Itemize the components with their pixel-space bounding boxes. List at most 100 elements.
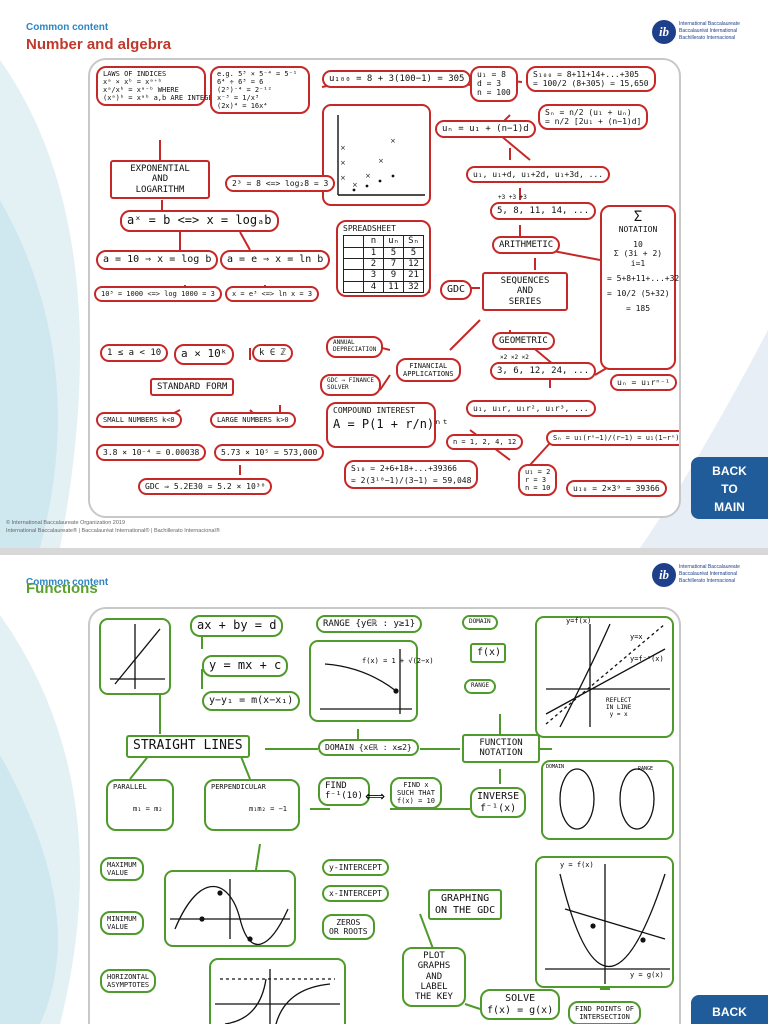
back-to-main-button[interactable]: BACK TO MAIN <box>691 457 768 519</box>
plot-graphs: PLOT GRAPHS AND LABEL THE KEY <box>402 947 466 1007</box>
geometric-nth-term: uₙ = u₁rⁿ⁻¹ <box>610 374 677 392</box>
standard-form: STANDARD FORM <box>150 378 235 397</box>
s100-example: S₁₀₀ = 8+11+14+...+305 = 100/2 (8+305) =… <box>526 66 656 93</box>
k-integer: k ∈ ℤ <box>252 344 294 363</box>
arith-sum-formula: Sₙ = n/2 (u₁ + uₙ) = n/2 [2u₁ + (n−1)d] <box>538 104 649 131</box>
ib-logo: ib International Baccalaureate Baccalaur… <box>652 563 757 593</box>
arith-steps: +3 +3 +3 <box>498 194 527 201</box>
log-1000-example: 10³ = 1000 <=> log 1000 = 3 <box>94 286 222 303</box>
svg-text:×: × <box>390 137 396 145</box>
indices-examples: e.g. 5³ × 5⁻⁴ = 5⁻¹ 6⁴ ÷ 6³ = 6 (2³)⁻⁴ =… <box>210 66 310 115</box>
range-set: RANGE {y∈ℝ : y≥1} <box>316 615 423 634</box>
geometric-sum-formula: Sₙ = u₁(rⁿ−1)/(r−1) = u₁(1−rⁿ)/(1−r) <box>546 430 679 447</box>
col-header: n <box>363 235 384 248</box>
mindmap-card: ax + by = d RANGE {y∈ℝ : y≥1} f(x) = 1 +… <box>88 607 681 1024</box>
slide-functions: Common content Functions ib Internationa… <box>0 555 768 1024</box>
inverse-yx-label: y=x <box>630 633 643 641</box>
minimum-value: MINIMUM VALUE <box>100 911 144 936</box>
slope-intercept: y = mx + c <box>202 655 289 677</box>
s10-example: S₁₀ = 2+6+18+...+39366 = 2(3¹⁰−1)/(3−1) … <box>344 460 479 490</box>
function-notation: FUNCTION NOTATION <box>462 734 540 763</box>
graphing-on-gdc: GRAPHING ON THE GDC <box>428 889 503 920</box>
arithmetic: ARITHMETIC <box>492 236 561 255</box>
reflect-label: REFLECT IN LINE y = x <box>606 697 632 718</box>
solve-equation: SOLVE f(x) = g(x) <box>480 989 561 1020</box>
ygx-label: y = g(x) <box>630 971 664 979</box>
section-label: Common content <box>26 22 109 33</box>
arith-sequence: u₁, u₁+d, u₁+2d, u₁+3d, ... <box>466 166 611 184</box>
parallel: PARALLEL m₁ = m₂ <box>106 779 174 831</box>
footer-copyright: © International Baccalaureate Organizati… <box>6 520 220 534</box>
laws-of-indices: LAWS OF INDICES xᵃ × xᵇ = xᵃ⁺ᵇ xᵃ/xᵇ = x… <box>96 66 221 107</box>
dr-domain-label: DOMAIN <box>546 764 565 770</box>
financial-applications: FINANCIAL APPLICATIONS <box>396 358 461 383</box>
horizontal-asymptotes: HORIZONTAL ASYMPTOTES <box>100 969 157 994</box>
zeros-or-roots: ZEROS OR ROOTS <box>322 914 375 941</box>
geometric-example: 3, 6, 12, 24, ... <box>490 362 597 381</box>
large-number-example: 5.73 × 10⁵ = 573,000 <box>214 444 325 462</box>
u100-example: u₁₀₀ = 8 + 3(100−1) = 305 <box>322 70 472 89</box>
slide-number-algebra: Common content Number and algebra ib Int… <box>0 20 768 548</box>
compound-n-values: n = 1, 2, 4, 12 <box>446 434 524 451</box>
yfx-label: y = f(x) <box>560 861 594 869</box>
small-numbers: SMALL NUMBERS k<0 <box>96 412 182 429</box>
svg-text:×: × <box>352 181 358 189</box>
point-slope: y−y₁ = m(x−x₁) <box>202 691 301 711</box>
arith-example: 5, 8, 11, 14, ... <box>490 202 597 221</box>
col-header: Sₙ <box>403 235 424 248</box>
connector-lines <box>99 616 674 1024</box>
a-range: 1 ≤ a < 10 <box>100 344 169 363</box>
compound-interest: COMPOUND INTEREST A = P(1 + r/n)ⁿᵗ <box>326 402 449 448</box>
standard-form-expression: a × 10ᵏ <box>174 344 235 365</box>
page-title: Number and algebra <box>26 36 172 53</box>
u10-example: u₁₀ = 2×3⁹ = 39366 <box>566 480 667 498</box>
large-numbers: LARGE NUMBERS k>0 <box>210 412 296 429</box>
x-intercept: x-INTERCEPT <box>322 885 389 903</box>
back-button[interactable]: BACK <box>691 995 768 1024</box>
sequence-graph: × × × × × × × <box>322 104 431 206</box>
log-base-10: a = 10 ⇒ x = log b <box>96 250 219 270</box>
log-example: 2³ = 8 <=> log₂8 = 3 <box>225 175 336 193</box>
find-x: FIND x SUCH THAT f(x) = 10 <box>390 777 442 810</box>
sqrt-function-label: f(x) = 1 + √(2−x) <box>362 657 434 665</box>
svg-text:×: × <box>365 172 371 180</box>
svg-text:×: × <box>340 144 346 152</box>
annual-depreciation: ANNUAL DEPRECIATION <box>326 336 384 358</box>
geometric: GEOMETRIC <box>492 332 555 351</box>
inverse-yfx-label: y=f(x) <box>566 617 592 625</box>
svg-text:×: × <box>340 159 346 167</box>
function-box: f(x) <box>470 643 506 663</box>
gdc-finance-solver: GDC ⇒ FINANCE SOLVER <box>320 374 381 396</box>
geo-params: u₁ = 2 r = 3 n = 10 <box>518 464 558 497</box>
svg-text:×: × <box>378 157 384 165</box>
geo-steps: ×2 ×2 ×2 <box>500 354 529 361</box>
svg-text:×: × <box>340 174 346 182</box>
sequences-and-series: SEQUENCES AND SERIES <box>482 272 568 312</box>
ib-logo: ib International Baccalaureate Baccalaur… <box>652 20 757 50</box>
y-intercept: y-INTERCEPT <box>322 859 389 877</box>
arith-nth-term: uₙ = u₁ + (n−1)d <box>435 120 536 139</box>
equivalence-icon: ⟺ <box>365 789 386 805</box>
small-number-example: 3.8 × 10⁻⁴ = 0.00038 <box>96 444 207 462</box>
exp-log-equivalence: aˣ = b <=> x = logₐb <box>120 210 279 232</box>
dr-range-label: RANGE <box>638 766 654 772</box>
domain-set: DOMAIN {x∈ℝ : x≤2} <box>318 739 419 757</box>
find-intersections: FIND POINTS OF INTERSECTION <box>568 1001 642 1024</box>
domain-bubble: DOMAIN <box>462 615 498 630</box>
ib-logo-icon: ib <box>652 563 676 587</box>
sigma-notation: Σ NOTATION 10 Σ (3i + 2) i=1 = 5+8+11+..… <box>600 205 679 370</box>
ln-example: x = e³ <=> ln x = 3 <box>225 286 320 303</box>
page-title: Functions <box>26 580 98 597</box>
inverse-function: INVERSE f⁻¹(x) <box>470 787 527 818</box>
range-bubble: RANGE <box>464 679 497 694</box>
col-header: uₙ <box>383 235 404 248</box>
gdc: GDC <box>440 280 473 300</box>
maximum-value: MAXIMUM VALUE <box>100 857 144 882</box>
inverse-yf1x-label: y=f⁻¹(x) <box>630 655 664 663</box>
gdc-exponent-example: GDC ⇒ 5.2E30 = 5.2 × 10³⁰ <box>138 478 273 496</box>
